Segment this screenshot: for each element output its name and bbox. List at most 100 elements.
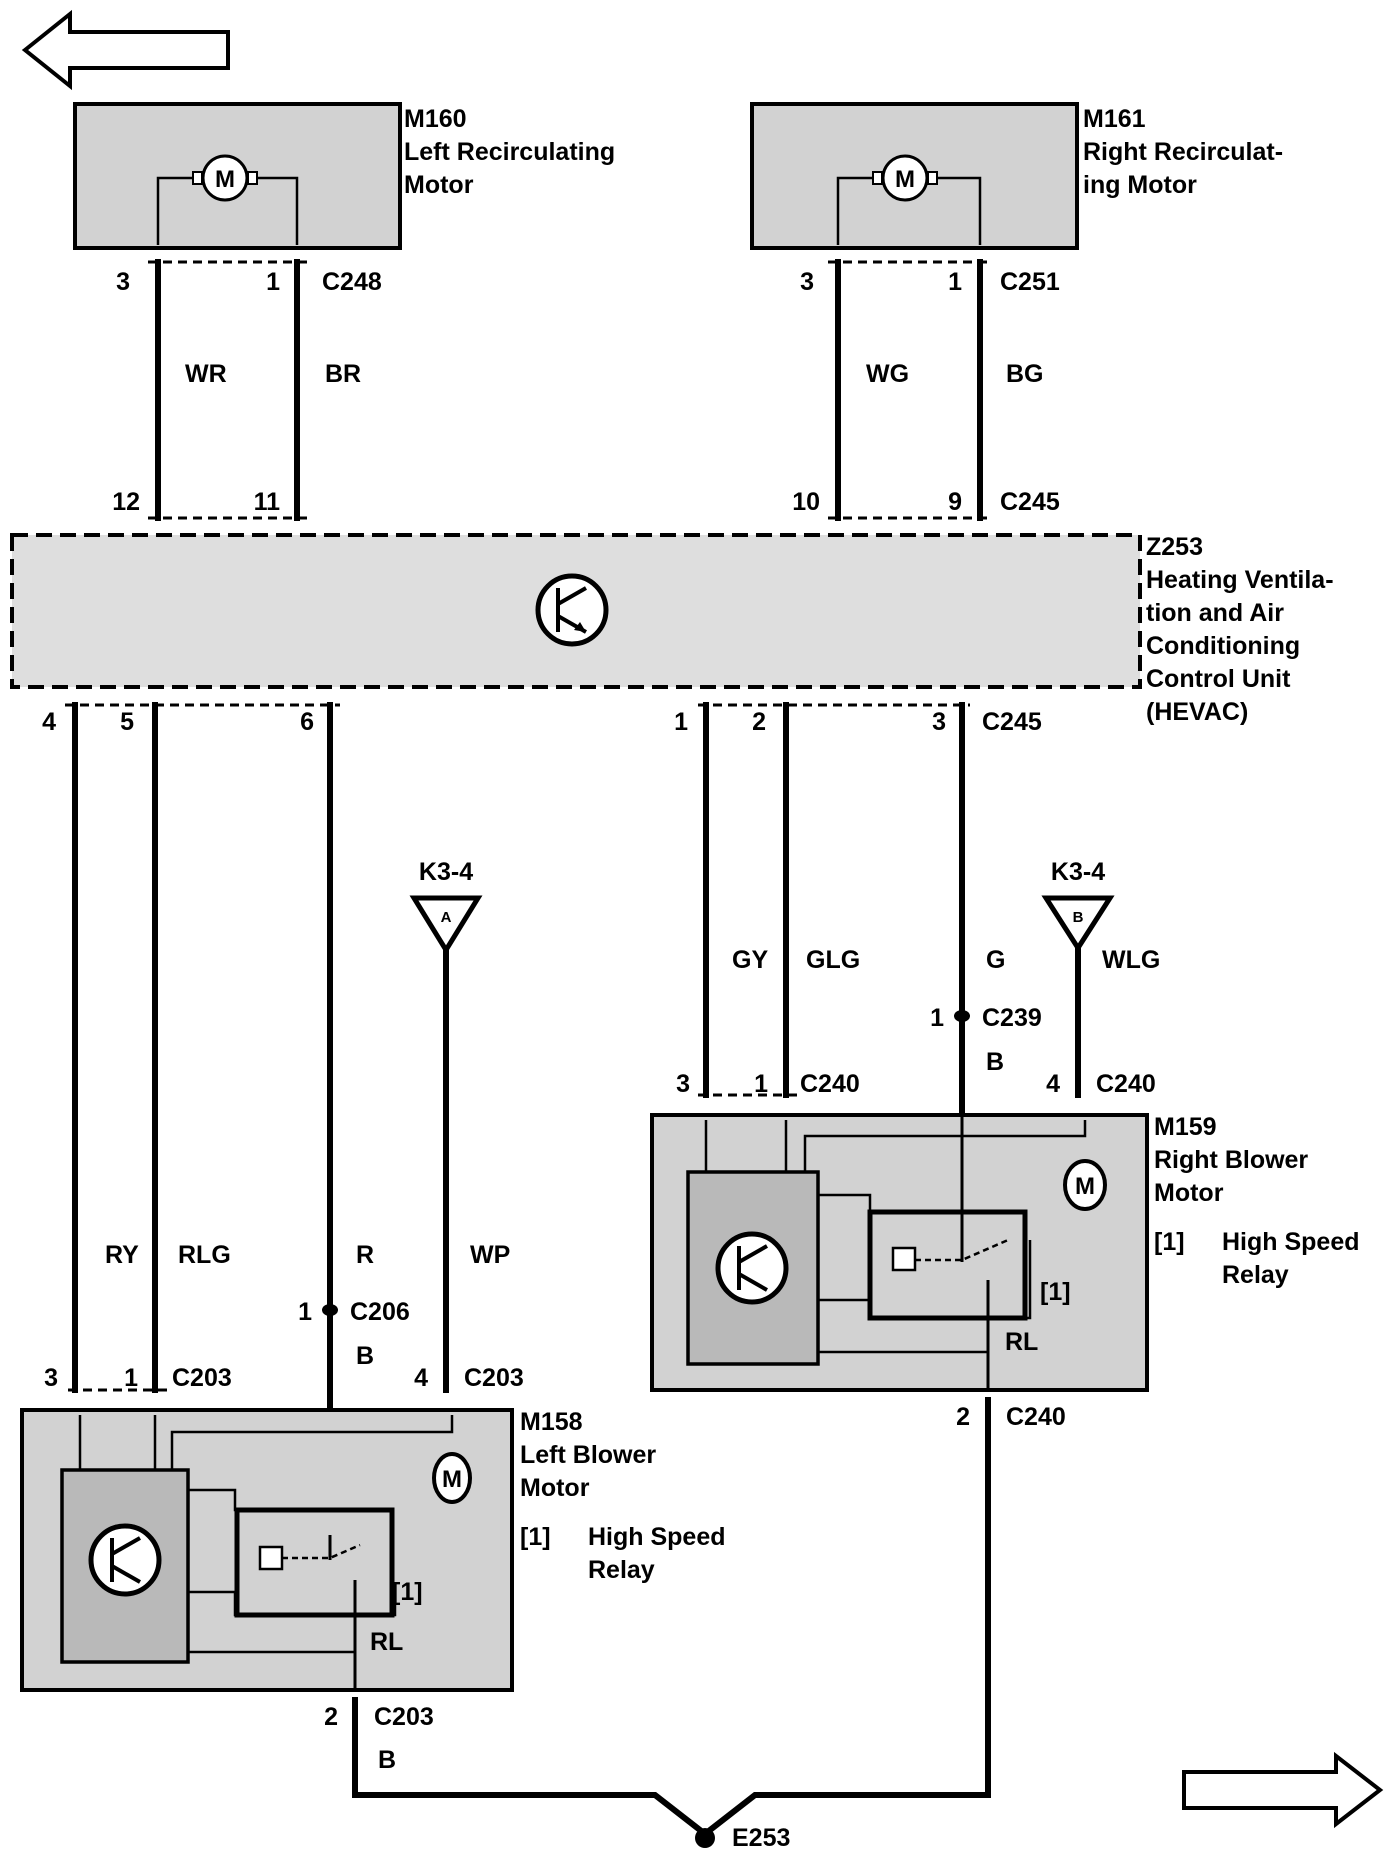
transistor-icon bbox=[88, 1523, 162, 1597]
relay-tag: [1] bbox=[392, 1578, 423, 1606]
svg-text:C206: C206 bbox=[350, 1298, 410, 1326]
previous-page-arrow[interactable] bbox=[21, 9, 230, 91]
pin-label: 1 bbox=[674, 708, 688, 736]
svg-text:B: B bbox=[356, 1342, 374, 1370]
pin-label: 3 bbox=[676, 1070, 690, 1098]
wire-ground-right bbox=[705, 1397, 991, 1835]
wire-color-label: WP bbox=[470, 1241, 510, 1269]
svg-text:A: A bbox=[441, 909, 452, 926]
wire-ground-left bbox=[352, 1697, 705, 1835]
left-recirculating-motor: M M160 Left Recirculating Motor bbox=[73, 102, 615, 250]
component-name: Motor bbox=[520, 1474, 590, 1502]
component-name: Right Recirculat- bbox=[1083, 138, 1283, 166]
pin-label: 1 bbox=[948, 268, 962, 296]
pin-label: 9 bbox=[948, 488, 962, 516]
svg-text:M: M bbox=[1075, 1173, 1095, 1200]
component-name: (HEVAC) bbox=[1146, 698, 1248, 726]
note-tag: [1] bbox=[520, 1523, 551, 1551]
pin-label: 3 bbox=[44, 1364, 58, 1392]
inline-connector-c206: 1 C206 B bbox=[298, 1298, 410, 1370]
connector-label: C240 bbox=[1096, 1070, 1156, 1098]
note-text: High Speed bbox=[1222, 1228, 1360, 1256]
connector-label: C203 bbox=[464, 1364, 524, 1392]
pin-label: 1 bbox=[266, 268, 280, 296]
wire-color-label: G bbox=[986, 946, 1005, 974]
note-text: Relay bbox=[588, 1556, 655, 1584]
reference-k3-4-b[interactable]: K3-4 B bbox=[1041, 858, 1115, 953]
svg-text:B: B bbox=[1073, 909, 1084, 926]
note-text: High Speed bbox=[588, 1523, 726, 1551]
connector-label: C240 bbox=[1006, 1403, 1066, 1431]
connector-label: C245 bbox=[982, 708, 1042, 736]
pin-label: 1 bbox=[124, 1364, 138, 1392]
component-name: Motor bbox=[1154, 1179, 1224, 1207]
wire-color-label: BG bbox=[1006, 360, 1044, 388]
component-name: Heating Ventila- bbox=[1146, 566, 1334, 594]
component-name: Motor bbox=[404, 171, 474, 199]
wire-color-label: WLG bbox=[1102, 946, 1160, 974]
motor-icon: M bbox=[432, 1452, 472, 1504]
pin-label: 4 bbox=[42, 708, 56, 736]
wire-color-label: B bbox=[378, 1746, 396, 1774]
svg-text:1: 1 bbox=[930, 1004, 944, 1032]
component-name: Conditioning bbox=[1146, 632, 1300, 660]
component-name: ing Motor bbox=[1083, 171, 1197, 199]
pin-label: 12 bbox=[112, 488, 140, 516]
pin-label: 2 bbox=[324, 1703, 338, 1731]
wire-color-label: RL bbox=[370, 1628, 403, 1656]
connector-label: C251 bbox=[1000, 268, 1060, 296]
component-name: Control Unit bbox=[1146, 665, 1291, 693]
motor-icon: M bbox=[881, 154, 929, 202]
component-code: Z253 bbox=[1146, 533, 1203, 561]
wire-color-label: BR bbox=[325, 360, 361, 388]
wire-color-label: RY bbox=[105, 1241, 139, 1269]
transistor-icon bbox=[535, 573, 609, 647]
connector-label: C240 bbox=[800, 1070, 860, 1098]
hevac-control-unit: Z253 Heating Ventila- tion and Air Condi… bbox=[10, 533, 1334, 726]
component-name: tion and Air bbox=[1146, 599, 1284, 627]
component-code: M158 bbox=[520, 1408, 583, 1436]
pin-label: 3 bbox=[116, 268, 130, 296]
reference-k3-4-a[interactable]: K3-4 A bbox=[409, 858, 483, 955]
svg-text:B: B bbox=[986, 1048, 1004, 1076]
ground-point-e253: E253 bbox=[695, 1824, 790, 1852]
wire-color-label: GY bbox=[732, 946, 768, 974]
wire-color-label: WR bbox=[185, 360, 227, 388]
pin-label: 4 bbox=[414, 1364, 428, 1392]
pin-label: 11 bbox=[254, 488, 281, 516]
component-code: M160 bbox=[404, 105, 467, 133]
pin-label: 5 bbox=[120, 708, 134, 736]
wire-color-label: R bbox=[356, 1241, 374, 1269]
svg-text:K3-4: K3-4 bbox=[419, 858, 473, 886]
pin-label: 3 bbox=[800, 268, 814, 296]
component-name: Left Recirculating bbox=[404, 138, 615, 166]
wire-color-label: RL bbox=[1005, 1328, 1038, 1356]
pin-label: 10 bbox=[792, 488, 820, 516]
connector-label: C245 bbox=[1000, 488, 1060, 516]
component-code: M161 bbox=[1083, 105, 1146, 133]
note-tag: [1] bbox=[1154, 1228, 1185, 1256]
svg-text:M: M bbox=[442, 1466, 462, 1493]
motor-icon: M bbox=[201, 154, 249, 202]
pin-label: 3 bbox=[932, 708, 946, 736]
wire-color-label: RLG bbox=[178, 1241, 231, 1269]
right-blower-motor: M [1] RL bbox=[650, 1113, 1149, 1392]
inline-connector-c239: 1 C239 B bbox=[930, 1004, 1042, 1076]
pin-label: 1 bbox=[754, 1070, 768, 1098]
component-code: M159 bbox=[1154, 1113, 1217, 1141]
component-name: Right Blower bbox=[1154, 1146, 1308, 1174]
svg-text:E253: E253 bbox=[732, 1824, 790, 1852]
relay-tag: [1] bbox=[1040, 1278, 1071, 1306]
pin-label: 2 bbox=[752, 708, 766, 736]
transistor-icon bbox=[715, 1231, 789, 1305]
next-page-arrow[interactable] bbox=[1182, 1751, 1384, 1829]
wire-color-label: WG bbox=[866, 360, 909, 388]
connector-label: C203 bbox=[172, 1364, 232, 1392]
connector-label: C248 bbox=[322, 268, 382, 296]
connector-label: C203 bbox=[374, 1703, 434, 1731]
left-blower-motor: M [1] RL bbox=[20, 1408, 514, 1692]
motor-icon: M bbox=[1063, 1159, 1107, 1211]
svg-text:K3-4: K3-4 bbox=[1051, 858, 1105, 886]
svg-text:C239: C239 bbox=[982, 1004, 1042, 1032]
note-text: Relay bbox=[1222, 1261, 1289, 1289]
